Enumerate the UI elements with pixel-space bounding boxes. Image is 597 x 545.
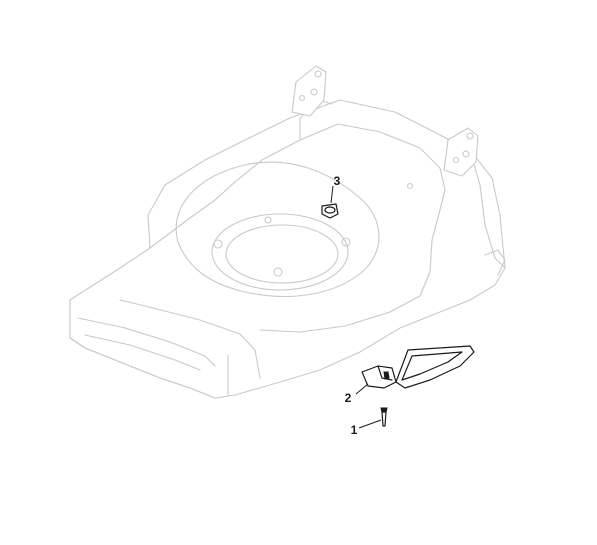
part-3-clip [321, 185, 339, 219]
callout-2: 2 [345, 391, 352, 405]
part-2-bracket [355, 345, 475, 395]
mower-deck-outline [69, 65, 506, 399]
part-1-screw [358, 407, 388, 429]
callout-1: 1 [351, 423, 358, 437]
callout-3: 3 [334, 174, 341, 188]
